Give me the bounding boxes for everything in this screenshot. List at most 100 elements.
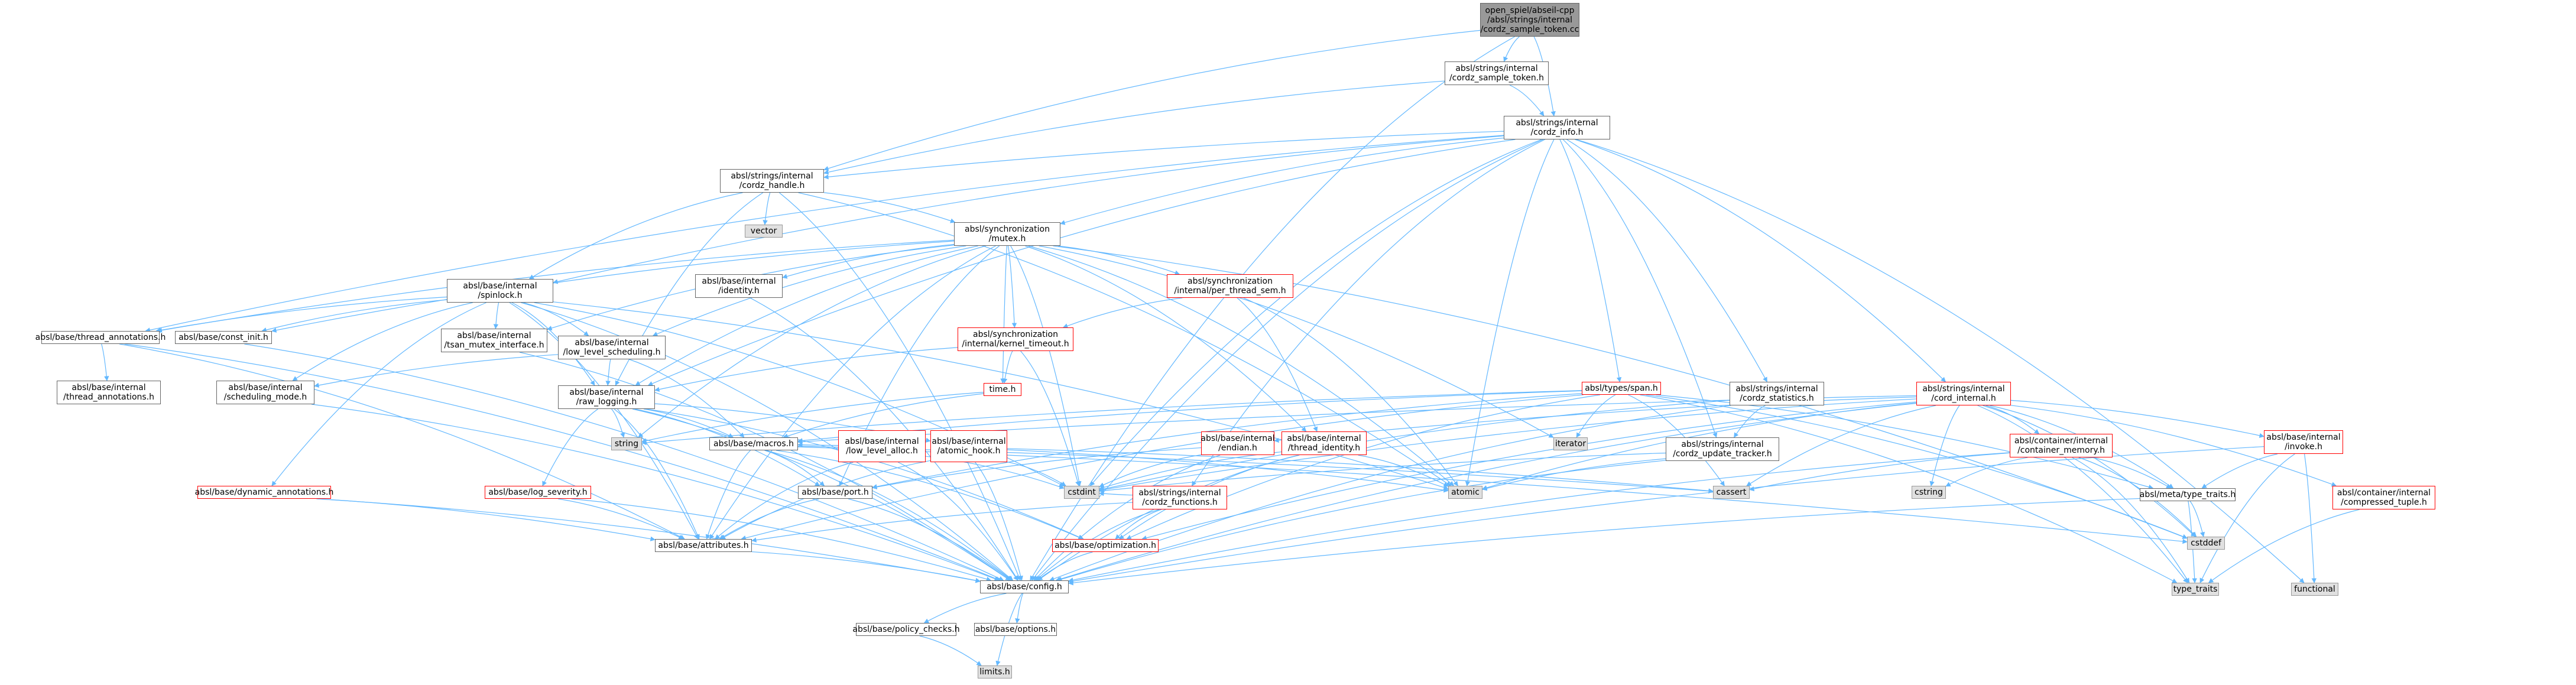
node-optimization[interactable]: absl/base/optimization.h	[1052, 539, 1159, 552]
node-root[interactable]: open_spiel/abseil-cpp/absl/strings/inter…	[1480, 3, 1579, 37]
edge-per_thread_sem-to-kernel_timeout	[1062, 297, 1183, 329]
edge-cord_internal-to-type_traits	[1977, 405, 2188, 583]
node-policy-checks[interactable]: absl/base/policy_checks.h	[852, 623, 960, 636]
node-options[interactable]: absl/base/options.h	[974, 623, 1057, 636]
node-per-thread-sem[interactable]: absl/synchronization/internal/per_thread…	[1167, 274, 1293, 298]
edge-time-to-string	[641, 392, 984, 443]
node-label-line: /identity.h	[718, 286, 760, 296]
node-int-thread-ann[interactable]: absl/base/internal/thread_annotations.h	[57, 381, 161, 404]
node-label-line: absl/base/internal	[1287, 434, 1361, 443]
edge-mutex-to-thread_ann	[157, 239, 955, 333]
node-log-severity[interactable]: absl/base/log_severity.h	[485, 486, 591, 499]
node-cordz-update-tracker[interactable]: absl/strings/internal/cordz_update_track…	[1666, 437, 1779, 461]
edge-container_memory-to-cstddef	[2078, 457, 2197, 537]
node-tsan-mutex[interactable]: absl/base/internal/tsan_mutex_interface.…	[441, 329, 547, 352]
node-thread-identity[interactable]: absl/base/internal/thread_identity.h	[1281, 431, 1367, 455]
node-vector[interactable]: vector	[745, 225, 783, 238]
node-label-line: absl/strings/internal	[1138, 488, 1221, 498]
node-label-line: /tsan_mutex_interface.h	[444, 340, 544, 350]
node-cordz-statistics[interactable]: absl/strings/internal/cordz_statistics.h	[1730, 382, 1824, 405]
edge-endian-to-cstdint	[1099, 454, 1202, 488]
node-config[interactable]: absl/base/config.h	[980, 580, 1069, 593]
node-label-line: /cordz_statistics.h	[1740, 394, 1814, 403]
node-label-line: absl/strings/internal	[1681, 440, 1764, 449]
node-time[interactable]: time.h	[984, 383, 1021, 396]
node-cstring[interactable]: cstring	[1912, 486, 1946, 499]
edge-meta_type_traits-to-type_traits	[2188, 501, 2197, 583]
node-invoke[interactable]: absl/base/internal/invoke.h	[2264, 430, 2343, 454]
node-label-line: /cordz_info.h	[1530, 128, 1584, 137]
node-dyn-ann[interactable]: absl/base/dynamic_annotations.h	[195, 486, 333, 499]
edge-atomic_hook-to-attributes	[720, 460, 931, 540]
edge-cst_h-to-cordz_handle	[823, 80, 1445, 175]
node-meta-type-traits[interactable]: absl/meta/type_traits.h	[2140, 488, 2236, 501]
node-mutex[interactable]: absl/synchronization/mutex.h	[954, 222, 1060, 246]
node-label-line: time.h	[989, 385, 1016, 394]
edge-container_memory-to-meta_type_traits	[2091, 457, 2172, 489]
node-cstddef[interactable]: cstddef	[2187, 537, 2225, 550]
edge-cordz_info-to-functional	[1576, 139, 2305, 583]
edge-root-to-cordz_handle	[823, 30, 1481, 171]
edge-cordz_handle-to-config	[779, 192, 1021, 581]
node-label-line: cstddef	[2191, 538, 2221, 548]
node-port[interactable]: absl/base/port.h	[798, 486, 872, 499]
node-string[interactable]: string	[611, 437, 642, 450]
node-atomic-hook[interactable]: absl/base/internal/atomic_hook.h	[930, 430, 1007, 462]
node-const-init[interactable]: absl/base/const_init.h	[175, 331, 272, 344]
node-label-line: absl/base/optimization.h	[1055, 541, 1156, 550]
node-container-memory[interactable]: absl/container/internal/container_memory…	[2010, 434, 2113, 457]
node-cassert[interactable]: cassert	[1713, 486, 1750, 499]
edge-cord_internal-to-config	[1055, 402, 1917, 582]
edge-cordz_functions-to-attributes	[751, 502, 1133, 543]
node-cordz-info[interactable]: absl/strings/internal/cordz_info.h	[1504, 116, 1610, 139]
node-compressed-tuple[interactable]: absl/container/internal/compressed_tuple…	[2332, 486, 2435, 509]
edge-span-to-port	[872, 393, 1582, 489]
node-label-line: /scheduling_mode.h	[223, 392, 307, 402]
node-identity[interactable]: absl/base/internal/identity.h	[695, 274, 783, 298]
node-functional[interactable]: functional	[2291, 583, 2338, 596]
node-low-level-sched[interactable]: absl/base/internal/low_level_scheduling.…	[558, 336, 666, 359]
node-low-level-alloc[interactable]: absl/base/internal/low_level_alloc.h	[838, 430, 926, 462]
edge-cordz_handle-to-spinlock	[528, 192, 743, 280]
node-label-line: /invoke.h	[2285, 442, 2322, 452]
node-limits[interactable]: limits.h	[978, 665, 1012, 678]
edge-cordz_info-to-cordz_handle	[823, 131, 1504, 180]
edge-span-to-cassert	[1628, 394, 1725, 486]
node-endian[interactable]: absl/base/internal/endian.h	[1201, 431, 1275, 455]
node-sched-mode[interactable]: absl/base/internal/scheduling_mode.h	[216, 381, 314, 404]
edge-mutex-to-iterator	[1039, 245, 1554, 438]
edge-container_memory-to-config	[1068, 452, 2010, 583]
node-cord-internal[interactable]: absl/strings/internal/cord_internal.h	[1916, 382, 2011, 405]
node-label-line: absl/strings/internal	[1516, 118, 1598, 128]
node-raw-logging[interactable]: absl/base/internal/raw_logging.h	[558, 385, 655, 409]
edge-thread_ann-to-int_thread_ann	[101, 343, 109, 381]
node-label-line: absl/base/policy_checks.h	[852, 625, 960, 634]
node-atomic[interactable]: atomic	[1448, 486, 1482, 499]
node-label-line: /endian.h	[1218, 443, 1257, 453]
node-type-traits[interactable]: type_traits	[2172, 583, 2219, 596]
node-label-line: /thread_annotations.h	[63, 392, 154, 402]
node-label-line: absl/base/const_init.h	[179, 333, 268, 342]
node-cst-h[interactable]: absl/strings/internal/cordz_sample_token…	[1445, 61, 1549, 85]
node-label-line: /cordz_handle.h	[739, 181, 805, 190]
node-attributes[interactable]: absl/base/attributes.h	[655, 539, 752, 552]
edge-atomic_hook-to-cassert	[1007, 448, 1714, 494]
node-kernel-timeout[interactable]: absl/synchronization/internal/kernel_tim…	[958, 327, 1073, 351]
node-label-line: /container_memory.h	[2017, 446, 2105, 455]
edge-cordz_handle-to-atomic	[798, 192, 1452, 486]
node-span[interactable]: absl/types/span.h	[1582, 382, 1661, 395]
node-cstdint[interactable]: cstdint	[1064, 486, 1099, 499]
node-iterator[interactable]: iterator	[1553, 437, 1588, 450]
node-macros[interactable]: absl/base/macros.h	[709, 437, 798, 450]
node-label-line: absl/base/internal	[72, 383, 146, 392]
node-thread-ann[interactable]: absl/base/thread_annotations.h	[35, 331, 166, 344]
node-cordz-functions[interactable]: absl/strings/internal/cordz_functions.h	[1133, 486, 1227, 509]
node-spinlock[interactable]: absl/base/internal/spinlock.h	[447, 279, 553, 303]
edge-raw_logging-to-log_severity	[542, 408, 598, 486]
node-cordz-handle[interactable]: absl/strings/internal/cordz_handle.h	[720, 169, 824, 193]
edge-thread_ann-to-attributes	[119, 343, 685, 540]
node-label-line: absl/base/internal	[575, 338, 649, 348]
node-label-line: absl/base/internal	[702, 277, 776, 286]
